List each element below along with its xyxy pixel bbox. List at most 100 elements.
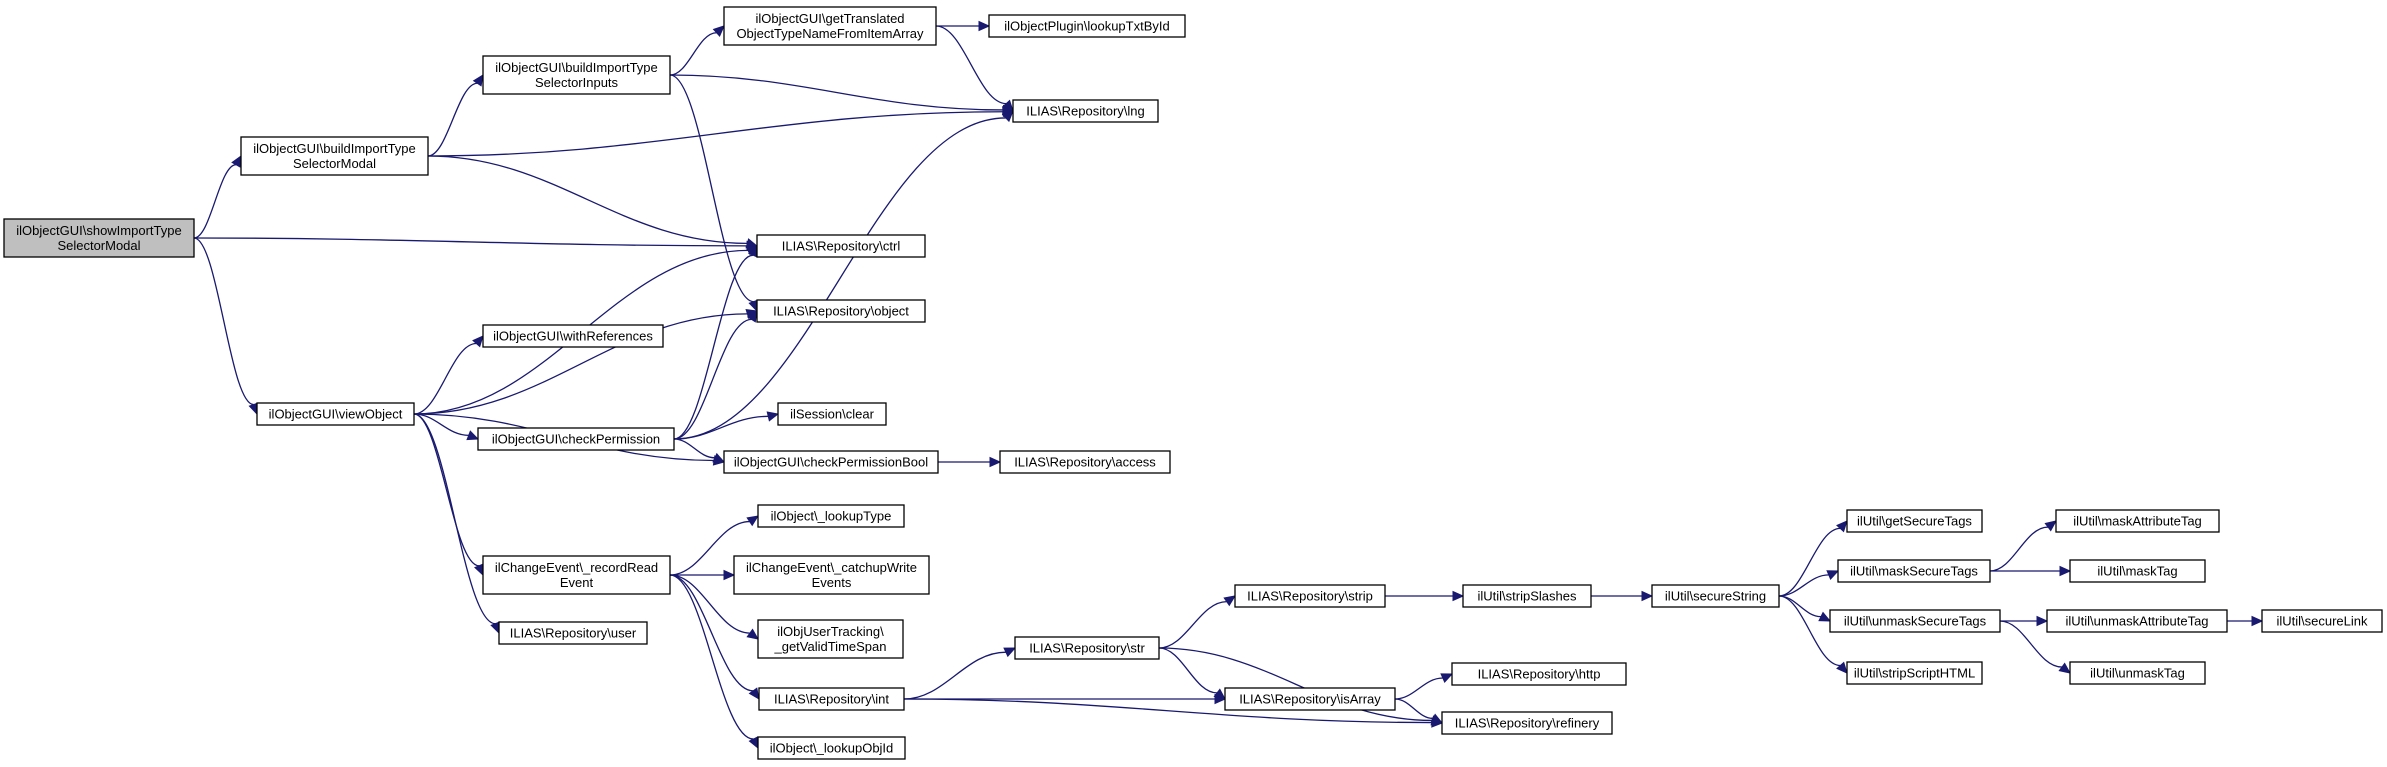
node-label: ilObjectGUI\checkPermission (492, 432, 660, 447)
edge-str-to-is-array (1158, 647, 1226, 700)
node-label: ilObjectGUI\getTranslated (755, 11, 904, 26)
edge-str-to-strip (1158, 595, 1237, 649)
edge-get-trans-to-lookup-txt (936, 20, 991, 32)
node-box (1224, 687, 1396, 711)
node-check-perm[interactable]: ilObjectGUI\checkPermission (477, 427, 675, 451)
edge-line (193, 237, 254, 406)
edge-record-read-to-lookup-obj-id (669, 574, 759, 750)
node-str[interactable]: ILIAS\Repository\str (1014, 636, 1160, 660)
node-label: ilObjectGUI\viewObject (269, 407, 403, 422)
node-box (482, 324, 664, 348)
node-box (777, 402, 887, 426)
edge-line (669, 74, 754, 303)
node-box (1012, 99, 1159, 123)
edge-line (669, 574, 754, 740)
arrowhead (2251, 615, 2264, 627)
node-box (2261, 609, 2383, 633)
node-lng[interactable]: ILIAS\Repository\lng (1012, 99, 1159, 123)
edge-line (669, 32, 717, 76)
node-int[interactable]: ILIAS\Repository\int (758, 687, 905, 711)
node-label: ilSession\clear (790, 407, 874, 422)
node-box (482, 55, 671, 95)
node-label: ObjectTypeNameFromItemArray (736, 26, 924, 41)
node-mask-tag[interactable]: ilUtil\maskTag (2069, 559, 2206, 583)
node-box (3, 218, 195, 258)
node-box (723, 6, 937, 46)
arrowhead (472, 73, 484, 87)
node-box (240, 136, 429, 176)
arrowhead (723, 569, 736, 581)
edge-line (427, 155, 748, 245)
node-label: ilUtil\getSecureTags (1857, 514, 1972, 529)
node-lookup-type[interactable]: ilObject\_lookupType (757, 504, 905, 528)
arrowhead (1440, 673, 1454, 684)
arrowhead (2059, 565, 2072, 577)
node-label: ilObjectGUI\checkPermissionBool (734, 455, 928, 470)
edge-check-perm-to-object (673, 309, 758, 440)
node-access[interactable]: ILIAS\Repository\access (999, 450, 1171, 474)
node-unmask-attr[interactable]: ilUtil\unmaskAttributeTag (2046, 609, 2228, 633)
node-label: ilObject\_lookupType (771, 509, 892, 524)
node-lookup-obj-id[interactable]: ilObject\_lookupObjId (757, 736, 906, 760)
node-box (2069, 661, 2206, 685)
node-obj-user[interactable]: ilObjUserTracking\_getValidTimeSpan (757, 619, 904, 659)
edge-line (413, 413, 469, 437)
edge-line (669, 574, 750, 634)
edge-line (673, 117, 1006, 440)
node-view-object[interactable]: ilObjectGUI\viewObject (256, 402, 415, 426)
arrowhead (978, 20, 991, 32)
edge-line (1778, 574, 1829, 597)
node-box (1014, 636, 1160, 660)
arrowhead (466, 430, 480, 441)
node-get-secure-tags[interactable]: ilUtil\getSecureTags (1846, 509, 1983, 533)
node-check-bool[interactable]: ilObjectGUI\checkPermissionBool (723, 450, 939, 474)
node-unmask-secure-tags[interactable]: ilUtil\unmaskSecureTags (1829, 609, 2001, 633)
node-get-trans[interactable]: ilObjectGUI\getTranslatedObjectTypeNameF… (723, 6, 937, 46)
node-mask-attr[interactable]: ilUtil\maskAttributeTag (2055, 509, 2220, 533)
edge-build-inputs-to-get-trans (669, 25, 725, 76)
node-session[interactable]: ilSession\clear (777, 402, 887, 426)
edge-unmask-attr-to-secure-link (2227, 615, 2264, 627)
node-secure-link[interactable]: ilUtil\secureLink (2261, 609, 2383, 633)
node-secure-string[interactable]: ilUtil\secureString (1651, 584, 1780, 608)
edge-line (673, 415, 769, 440)
node-box (1462, 584, 1592, 608)
node-strip-slashes[interactable]: ilUtil\stripSlashes (1462, 584, 1592, 608)
node-refinery[interactable]: ILIAS\Repository\refinery (1441, 711, 1613, 735)
node-build-inputs[interactable]: ilObjectGUI\buildImportTypeSelectorInput… (482, 55, 671, 95)
node-ctrl[interactable]: ILIAS\Repository\ctrl (756, 234, 926, 258)
node-box (1829, 609, 2001, 633)
edge-unmask-secure-tags-to-unmask-tag (1999, 620, 2071, 674)
node-is-array[interactable]: ILIAS\Repository\isArray (1224, 687, 1396, 711)
node-box (1837, 559, 1991, 583)
arrowhead (1213, 688, 1226, 700)
arrowhead (472, 335, 484, 348)
arrowhead (1223, 595, 1237, 607)
node-http[interactable]: ILIAS\Repository\http (1451, 662, 1627, 686)
node-user[interactable]: ILIAS\Repository\user (498, 621, 648, 645)
node-box (1234, 584, 1386, 608)
node-with-refs[interactable]: ilObjectGUI\withReferences (482, 324, 664, 348)
edge-line (1158, 647, 1433, 722)
arrowhead (2036, 615, 2049, 627)
node-strip-script[interactable]: ilUtil\stripScriptHTML (1846, 661, 1983, 685)
node-unmask-tag[interactable]: ilUtil\unmaskTag (2069, 661, 2206, 685)
node-object[interactable]: ILIAS\Repository\object (756, 299, 926, 323)
node-box (498, 621, 648, 645)
node-label: ILIAS\Repository\object (773, 304, 909, 319)
edge-build-inputs-to-object (669, 74, 759, 313)
node-strip[interactable]: ILIAS\Repository\strip (1234, 584, 1386, 608)
node-box (757, 619, 904, 659)
edge-line (669, 74, 1004, 111)
arrowhead (989, 456, 1002, 468)
node-lookup-txt[interactable]: ilObjectPlugin\lookupTxtById (988, 14, 1186, 38)
node-mask-secure-tags[interactable]: ilUtil\maskSecureTags (1837, 559, 1991, 583)
node-label: ilUtil\unmaskSecureTags (1844, 614, 1987, 629)
edge-mask-secure-tags-to-mask-attr (1989, 520, 2057, 572)
node-label: ILIAS\Repository\strip (1247, 589, 1373, 604)
edge-line (669, 574, 754, 692)
